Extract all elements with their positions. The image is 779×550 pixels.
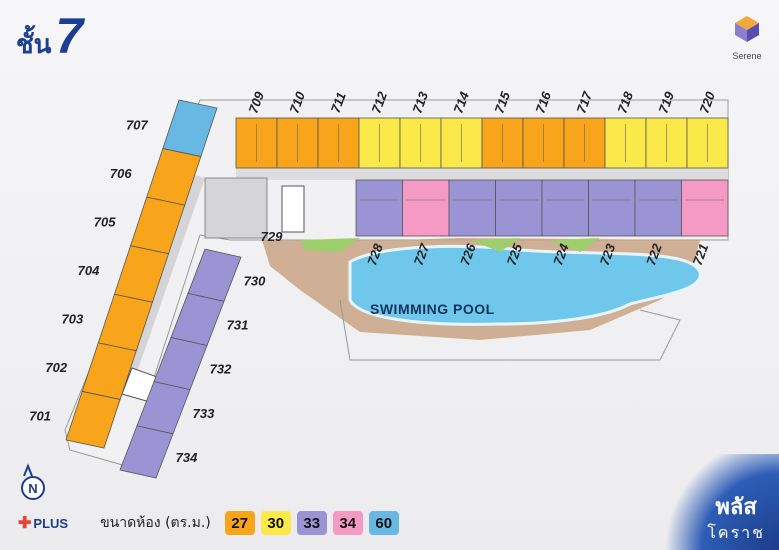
unit-label-726: 726 bbox=[457, 241, 479, 267]
top-corridor bbox=[236, 168, 728, 180]
brand-label: Serene bbox=[732, 51, 762, 61]
unit-label-711: 711 bbox=[328, 90, 349, 115]
project-name-line1: พลัส bbox=[715, 495, 757, 520]
legend-swatch-34: 34 bbox=[332, 511, 363, 535]
floor-number: 7 bbox=[55, 8, 84, 64]
pool-label: SWIMMING POOL bbox=[370, 301, 495, 317]
north-arrow-icon: N bbox=[21, 463, 45, 500]
unit-label-718: 718 bbox=[615, 89, 637, 115]
project-logo: พลัส โคราช bbox=[707, 495, 765, 546]
unit-label-722: 722 bbox=[643, 241, 665, 267]
unit-label-716: 716 bbox=[533, 89, 555, 115]
unit-label-732: 732 bbox=[210, 362, 232, 377]
lift-lobby bbox=[204, 177, 268, 239]
legend-swatch-60: 60 bbox=[368, 511, 399, 535]
garden-3 bbox=[550, 238, 600, 252]
unit-label-712: 712 bbox=[369, 89, 391, 115]
unit-label-721: 721 bbox=[690, 242, 712, 268]
unit-label-719: 719 bbox=[656, 89, 678, 115]
unit-725[interactable] bbox=[495, 179, 543, 237]
unit-label-731: 731 bbox=[227, 317, 249, 332]
unit-label-720: 720 bbox=[697, 89, 719, 115]
unit-728[interactable] bbox=[355, 179, 403, 237]
unit-label-705: 705 bbox=[94, 214, 116, 229]
unit-701[interactable] bbox=[65, 390, 121, 449]
unit-label-702: 702 bbox=[45, 360, 67, 375]
unit-label-701: 701 bbox=[29, 409, 51, 424]
project-name-line2: โคราช bbox=[707, 523, 765, 542]
corner-decoration bbox=[659, 454, 779, 550]
legend-swatch-33: 33 bbox=[296, 511, 327, 535]
unit-723[interactable] bbox=[588, 179, 636, 237]
garden-2 bbox=[470, 238, 520, 252]
unit-724[interactable] bbox=[541, 179, 589, 237]
unit-label-717: 717 bbox=[574, 89, 596, 115]
unit-label-733: 733 bbox=[193, 406, 215, 421]
plus-icon: ✚ bbox=[18, 515, 32, 532]
unit-727[interactable] bbox=[402, 179, 450, 237]
garden-1 bbox=[300, 238, 360, 252]
unit-734[interactable] bbox=[119, 425, 174, 479]
serene-logo-icon bbox=[735, 16, 759, 42]
unit-721[interactable] bbox=[681, 179, 729, 237]
unit-label-714: 714 bbox=[451, 89, 473, 115]
unit-label-709: 709 bbox=[246, 89, 268, 115]
plus-label: PLUS bbox=[33, 515, 69, 531]
north-indicator: N bbox=[18, 462, 48, 502]
unit-label-727: 727 bbox=[411, 241, 433, 267]
unit-label-734: 734 bbox=[176, 450, 198, 465]
plus-logo: ✚PLUS bbox=[18, 513, 68, 533]
unit-label-707: 707 bbox=[126, 117, 148, 132]
unit-label-725: 725 bbox=[504, 241, 526, 267]
unit-label-730: 730 bbox=[244, 273, 266, 288]
pool-edge bbox=[339, 299, 681, 361]
unit-726[interactable] bbox=[448, 179, 496, 237]
legend-caption: ขนาดห้อง (ตร.ม.) bbox=[100, 515, 211, 531]
unit-label-704: 704 bbox=[78, 263, 100, 278]
unit-label-713: 713 bbox=[410, 89, 432, 115]
unit-label-715: 715 bbox=[492, 89, 514, 115]
unit-label-729: 729 bbox=[261, 229, 283, 244]
unit-label-710: 710 bbox=[287, 89, 309, 115]
unit-722[interactable] bbox=[634, 179, 682, 237]
unit-label-724: 724 bbox=[550, 241, 572, 267]
lift-core bbox=[281, 185, 305, 233]
legend-swatch-30: 30 bbox=[260, 511, 291, 535]
legend-swatch-27: 27 bbox=[224, 511, 255, 535]
unit-label-703: 703 bbox=[62, 312, 84, 327]
floor-title: ชั้น 7 bbox=[16, 8, 84, 65]
brand-logo: Serene bbox=[727, 14, 767, 61]
legend: ✚PLUS ขนาดห้อง (ตร.ม.) 27 30 33 34 60 bbox=[18, 508, 399, 538]
north-label: N bbox=[28, 481, 37, 496]
floor-prefix: ชั้น bbox=[16, 30, 52, 60]
unit-label-723: 723 bbox=[597, 241, 619, 267]
unit-label-706: 706 bbox=[110, 166, 132, 181]
unit-730[interactable] bbox=[187, 248, 242, 302]
unit-label-728: 728 bbox=[364, 241, 386, 267]
